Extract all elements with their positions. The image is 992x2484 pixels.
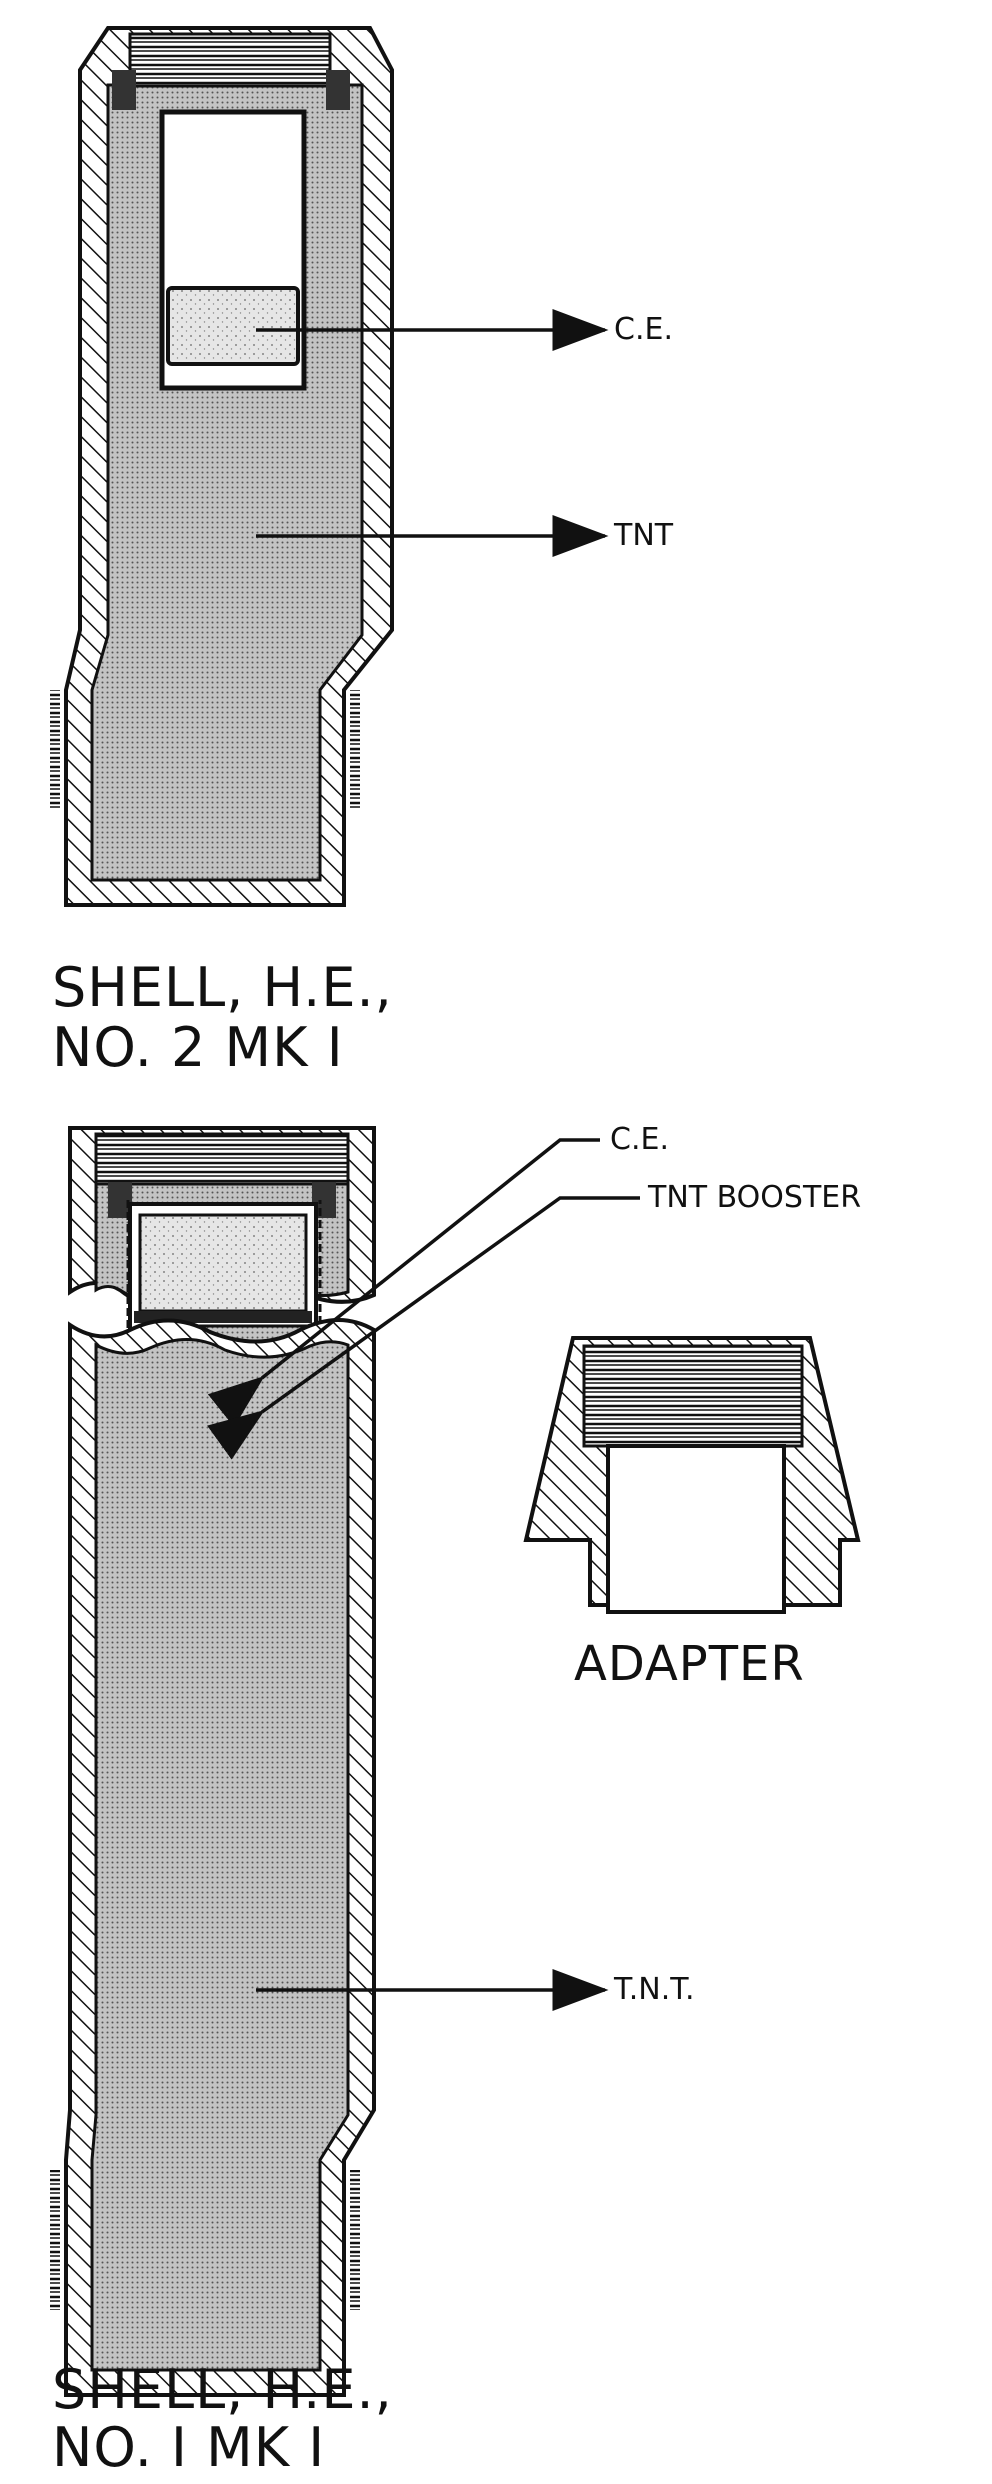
- shell-no1-ce-label: C.E.: [610, 1122, 669, 1157]
- shell-no1-caption-line2: NO. I MK I: [52, 2416, 326, 2479]
- adapter-thread: [582, 1344, 804, 1448]
- shell-no2-ce-label: C.E.: [614, 312, 673, 347]
- shell-no1-tnt-booster-label: TNT BOOSTER: [648, 1180, 862, 1215]
- adapter-drawing: [523, 1336, 861, 1614]
- shell-no2-caption-line2: NO. 2 MK I: [52, 1016, 344, 1079]
- shell-no1-tnt-filling: [90, 1338, 350, 2372]
- shell-no1-nose-thread: [94, 1132, 350, 1186]
- shell-no1-ce-charge: [138, 1213, 308, 1313]
- shell-no1-tnt-booster-arrow: [207, 1196, 640, 1460]
- shell-no1-drawing: [50, 1126, 376, 2397]
- shell-no2-caption-line1: SHELL, H.E.,: [52, 956, 393, 1019]
- shell-no2-ce-pellet: [166, 286, 300, 366]
- shell-no2-tnt-label: TNT: [614, 518, 674, 553]
- adapter-label: ADAPTER: [574, 1636, 805, 1692]
- adapter-bore: [606, 1444, 786, 1614]
- shell-no1-tnt-label: T.N.T.: [614, 1972, 695, 2007]
- shell-no2-drawing: [50, 26, 394, 907]
- shell-no1-caption-line1: SHELL, H.E.,: [52, 2358, 393, 2421]
- shell-no1-ce-arrow: [207, 1138, 600, 1428]
- shell-no2-nose-thread: [128, 32, 332, 88]
